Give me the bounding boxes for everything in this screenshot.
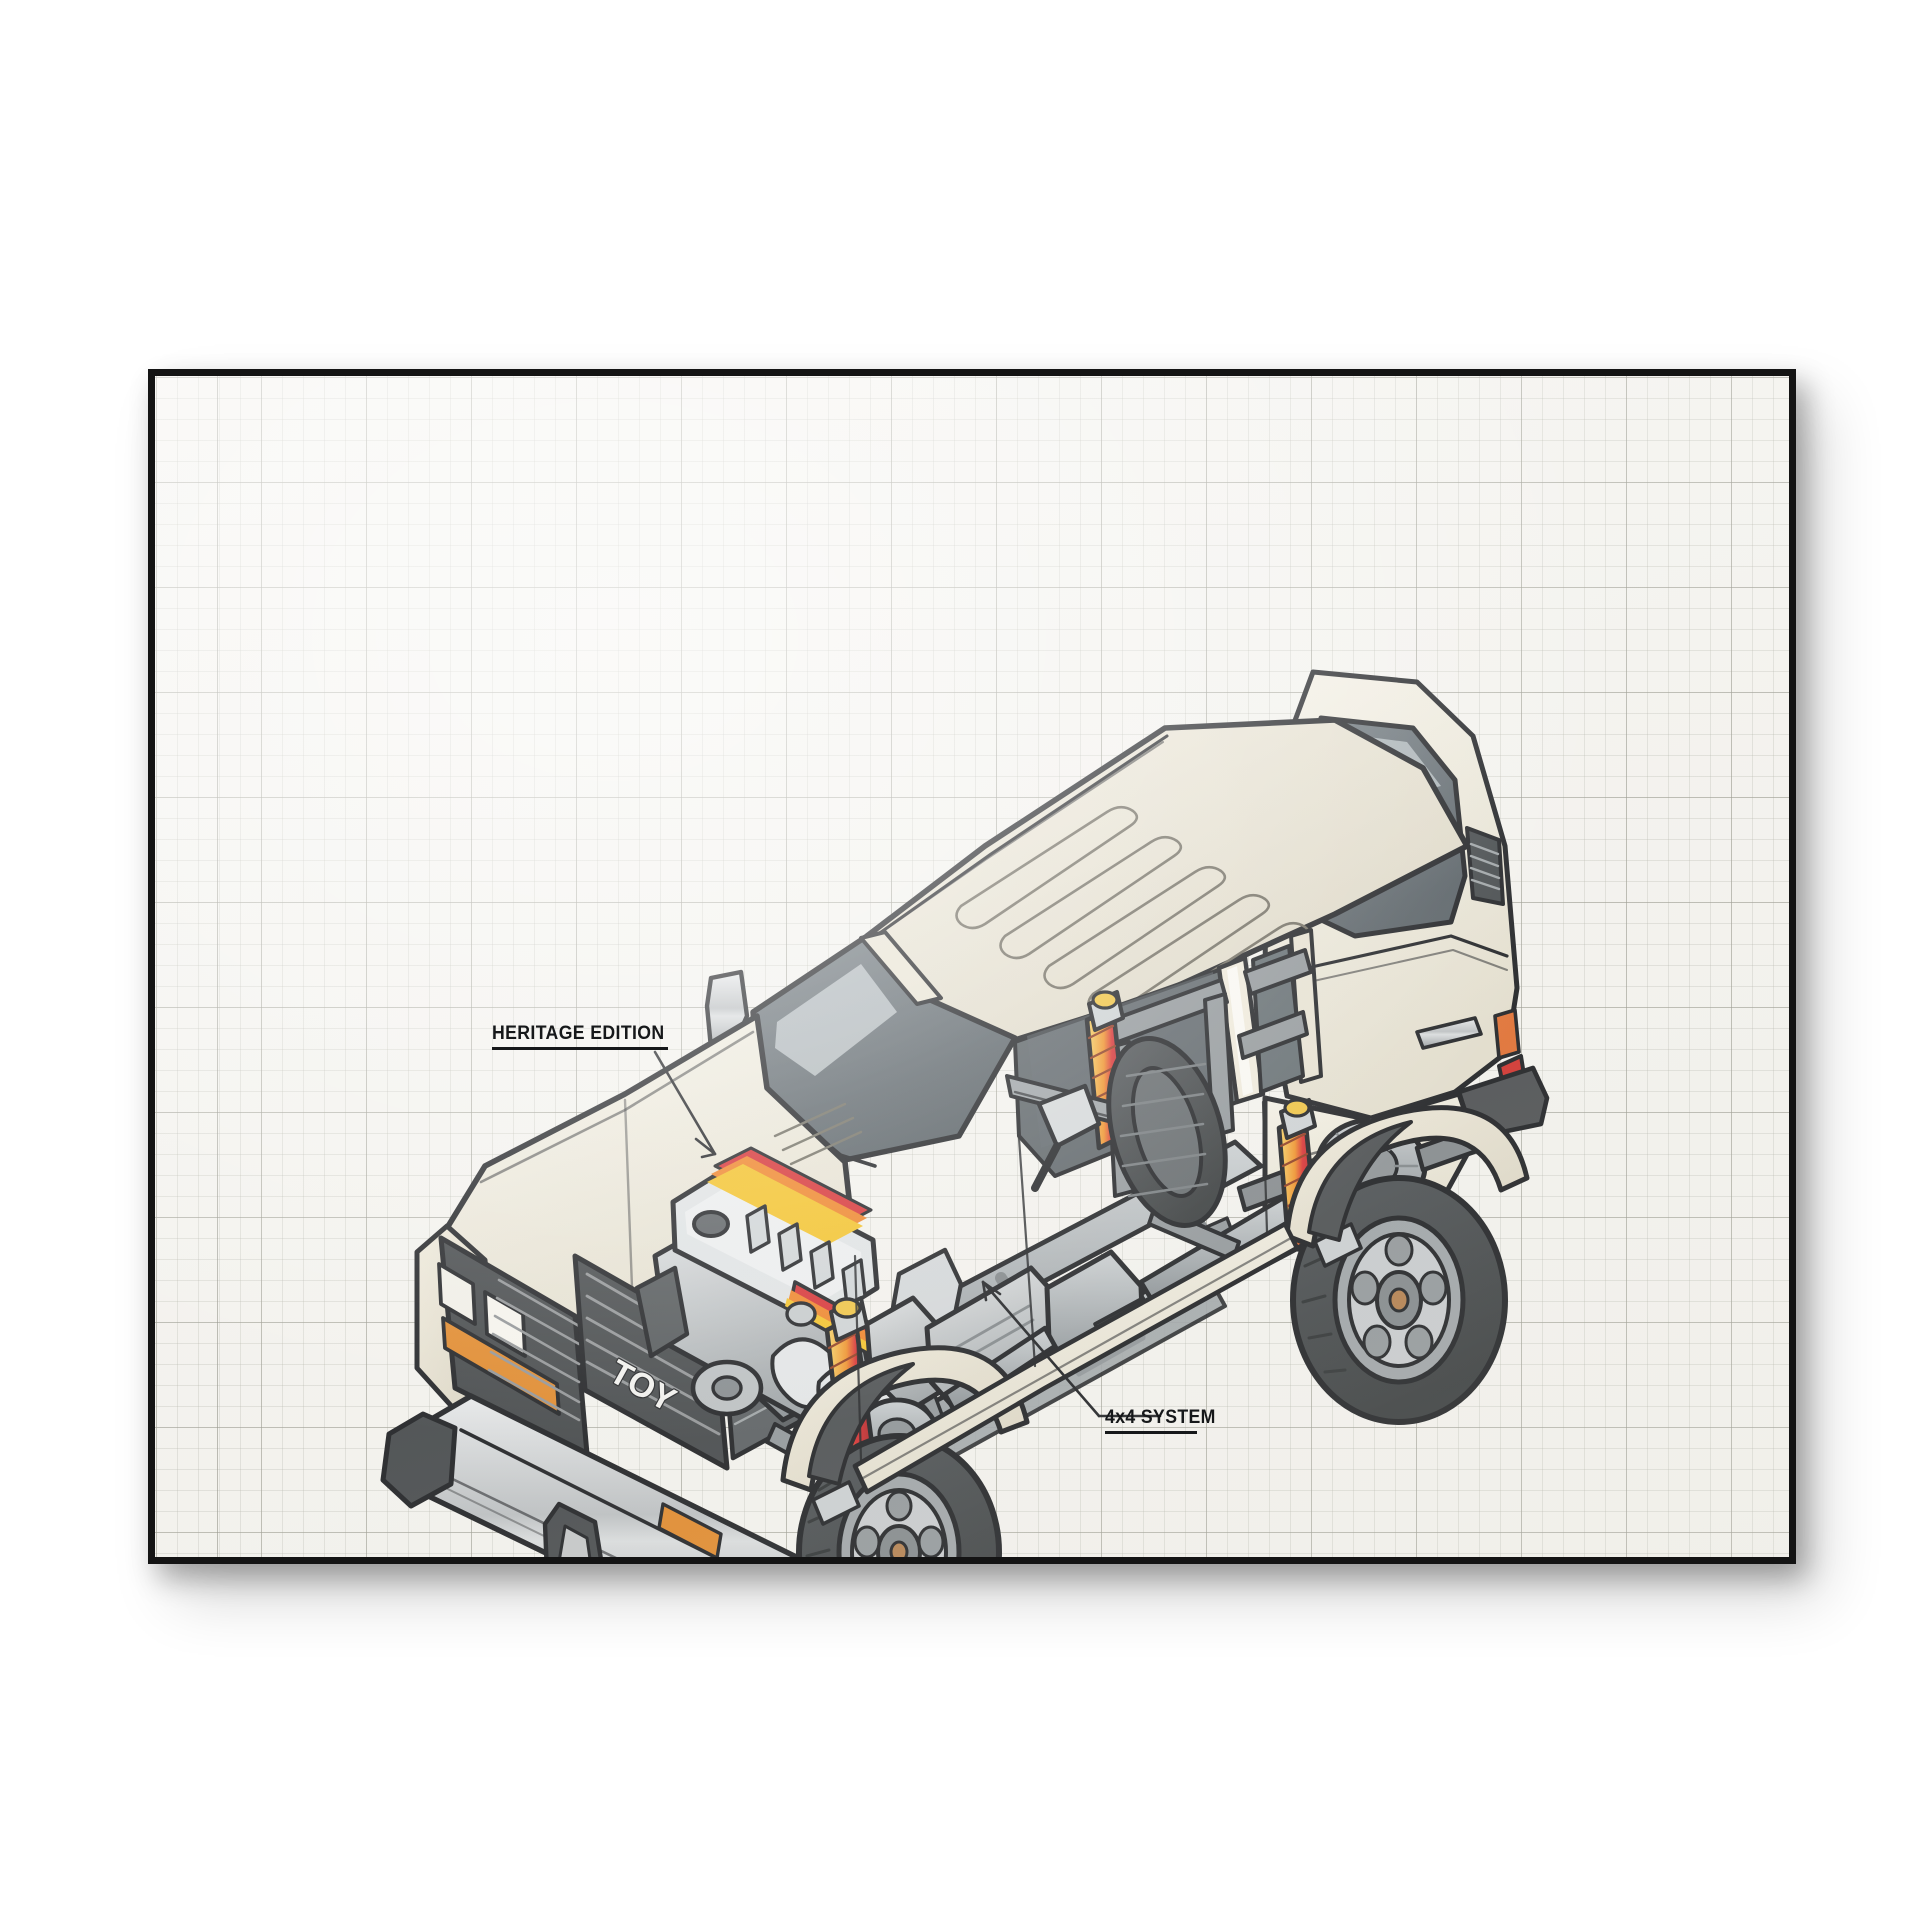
tail-light-upper: [1493, 1008, 1521, 1060]
callout-heritage-edition: HERITAGE EDITION: [492, 1024, 678, 1050]
callout-4x4-system-label: 4x4 SYSTEM: [1105, 1407, 1216, 1428]
callout-heritage-edition-label: HERITAGE EDITION: [492, 1023, 665, 1044]
illustration-poster: TOY: [148, 369, 1796, 1564]
callout-4x4-system: 4x4 SYSTEM: [1105, 1408, 1224, 1434]
callout-4x4-system-rule: [1105, 1431, 1197, 1434]
vehicle-cutaway-illustration: TOY: [380, 669, 1550, 1557]
callout-heritage-edition-rule: [492, 1047, 668, 1050]
oil-filler-cap: [692, 1210, 730, 1238]
